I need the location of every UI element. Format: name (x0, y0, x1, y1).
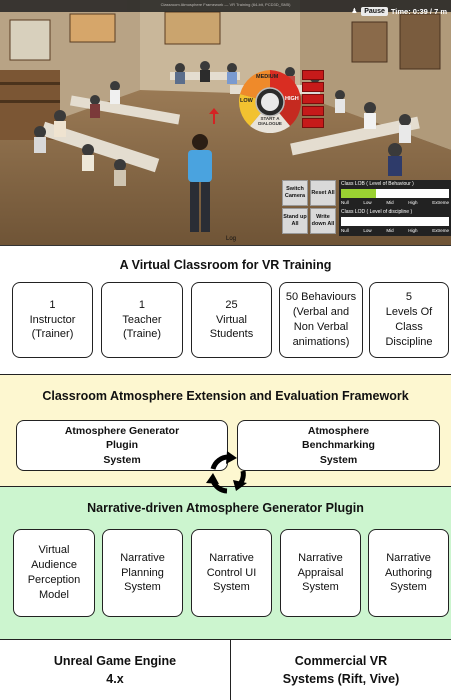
scale-label: Extreme (432, 228, 449, 233)
students-box: 25 Virtual Students (191, 282, 272, 358)
stand-up-all-button[interactable]: Stand up All (282, 208, 308, 234)
behaviour-button-5[interactable] (302, 118, 324, 128)
discipline-meter-title: Class LOD ( Level of discipline ) (341, 209, 413, 215)
behaviour-button-2[interactable] (302, 82, 324, 92)
scale-label: Null (341, 200, 349, 205)
reset-all-button[interactable]: Reset All (310, 180, 336, 206)
narrative-appraisal-box: Narrative Appraisal System (280, 529, 361, 617)
virtual-classroom-title: A Virtual Classroom for VR Training (119, 258, 332, 272)
hud-time-area: ♟ Pause Time: 0:39 / 7 m (351, 7, 447, 16)
narrative-planning-box: Narrative Planning System (102, 529, 183, 617)
framework-section: Classroom Atmosphere Extension and Evalu… (0, 375, 451, 486)
control-buttons: Switch Camera Reset All Stand up All Wri… (282, 180, 338, 236)
virtual-classroom-section: A Virtual Classroom for VR Training 1 In… (0, 246, 451, 375)
behaviour-meter-title: Class LOB ( Level of Behaviour ) (341, 181, 414, 187)
classroom-scene (0, 0, 451, 245)
vr-classroom-screenshot: Classroom Atmosphere Framework — VR Trai… (0, 0, 451, 246)
dialogue-wheel[interactable] (239, 70, 301, 134)
window-title-bar: Classroom Atmosphere Framework — VR Trai… (0, 0, 451, 12)
wheel-start-dialogue-label[interactable]: START A DIALOGUE (258, 116, 282, 126)
session-time: Time: 0:39 / 7 m (390, 7, 447, 16)
scale-label: High (408, 200, 418, 205)
wheel-medium-label[interactable]: MEDIUM (256, 74, 279, 80)
wheel-low-label[interactable]: LOW (240, 98, 253, 104)
behaviours-box: 50 Behaviours (Verbal and Non Verbal ani… (279, 282, 363, 358)
discipline-meter-scale: Null Low Mid High Extreme (341, 228, 449, 233)
class-level-meters: Class LOB ( Level of Behaviour ) Null Lo… (339, 180, 451, 236)
switch-camera-button[interactable]: Switch Camera (282, 180, 308, 206)
write-down-all-button[interactable]: Write down All (310, 208, 336, 234)
scale-label: Low (363, 200, 372, 205)
scale-label: Low (363, 228, 372, 233)
presenter-icon: ♟ (351, 7, 358, 15)
wheel-high-label[interactable]: HIGH (285, 96, 299, 102)
audience-perception-box: Virtual Audience Perception Model (13, 529, 95, 617)
behaviour-meter-bar (341, 189, 449, 198)
framework-title: Classroom Atmosphere Extension and Evalu… (42, 389, 409, 403)
atmosphere-benchmarking-box: Atmosphere Benchmarking System (237, 420, 440, 471)
behaviour-meter-fill (341, 189, 376, 198)
behaviour-button-3[interactable] (302, 94, 324, 104)
narrative-authoring-box: Narrative Authoring System (368, 529, 449, 617)
narrative-plugin-section: Narrative-driven Atmosphere Generator Pl… (0, 486, 451, 640)
teacher-box: 1 Teacher (Traine) (101, 282, 183, 358)
behaviour-meter: Class LOB ( Level of Behaviour ) Null Lo… (341, 181, 449, 207)
platform-divider (230, 640, 231, 700)
cycle-arrows-icon (206, 451, 247, 494)
scale-label: Extreme (432, 200, 449, 205)
behaviour-button-1[interactable] (302, 70, 324, 80)
narrative-plugin-title: Narrative-driven Atmosphere Generator Pl… (87, 501, 364, 515)
unreal-engine-cell: Unreal Game Engine 4.x (53, 653, 177, 686)
discipline-meter: Class LOD ( Level of discipline ) Null L… (341, 209, 449, 235)
scale-label: High (408, 228, 418, 233)
atmosphere-generator-box: Atmosphere Generator Plugin System (16, 420, 228, 471)
vr-systems-cell: Commercial VR Systems (Rift, Vive) (282, 653, 400, 686)
behaviour-meter-scale: Null Low Mid High Extreme (341, 200, 449, 205)
discipline-meter-bar (341, 217, 449, 226)
scale-label: Null (341, 228, 349, 233)
discipline-levels-box: 5 Levels Of Class Discipline (369, 282, 449, 358)
scale-label: Mid (386, 200, 394, 205)
instructor-box: 1 Instructor (Trainer) (12, 282, 93, 358)
behaviour-button-4[interactable] (302, 106, 324, 116)
scale-label: Mid (386, 228, 394, 233)
pause-button[interactable]: Pause (361, 7, 388, 16)
log-label[interactable]: Log (226, 236, 237, 242)
platform-section: Unreal Game Engine 4.x Commercial VR Sys… (0, 640, 451, 700)
window-title: Classroom Atmosphere Framework — VR Trai… (160, 2, 291, 7)
narrative-control-ui-box: Narrative Control UI System (191, 529, 272, 617)
